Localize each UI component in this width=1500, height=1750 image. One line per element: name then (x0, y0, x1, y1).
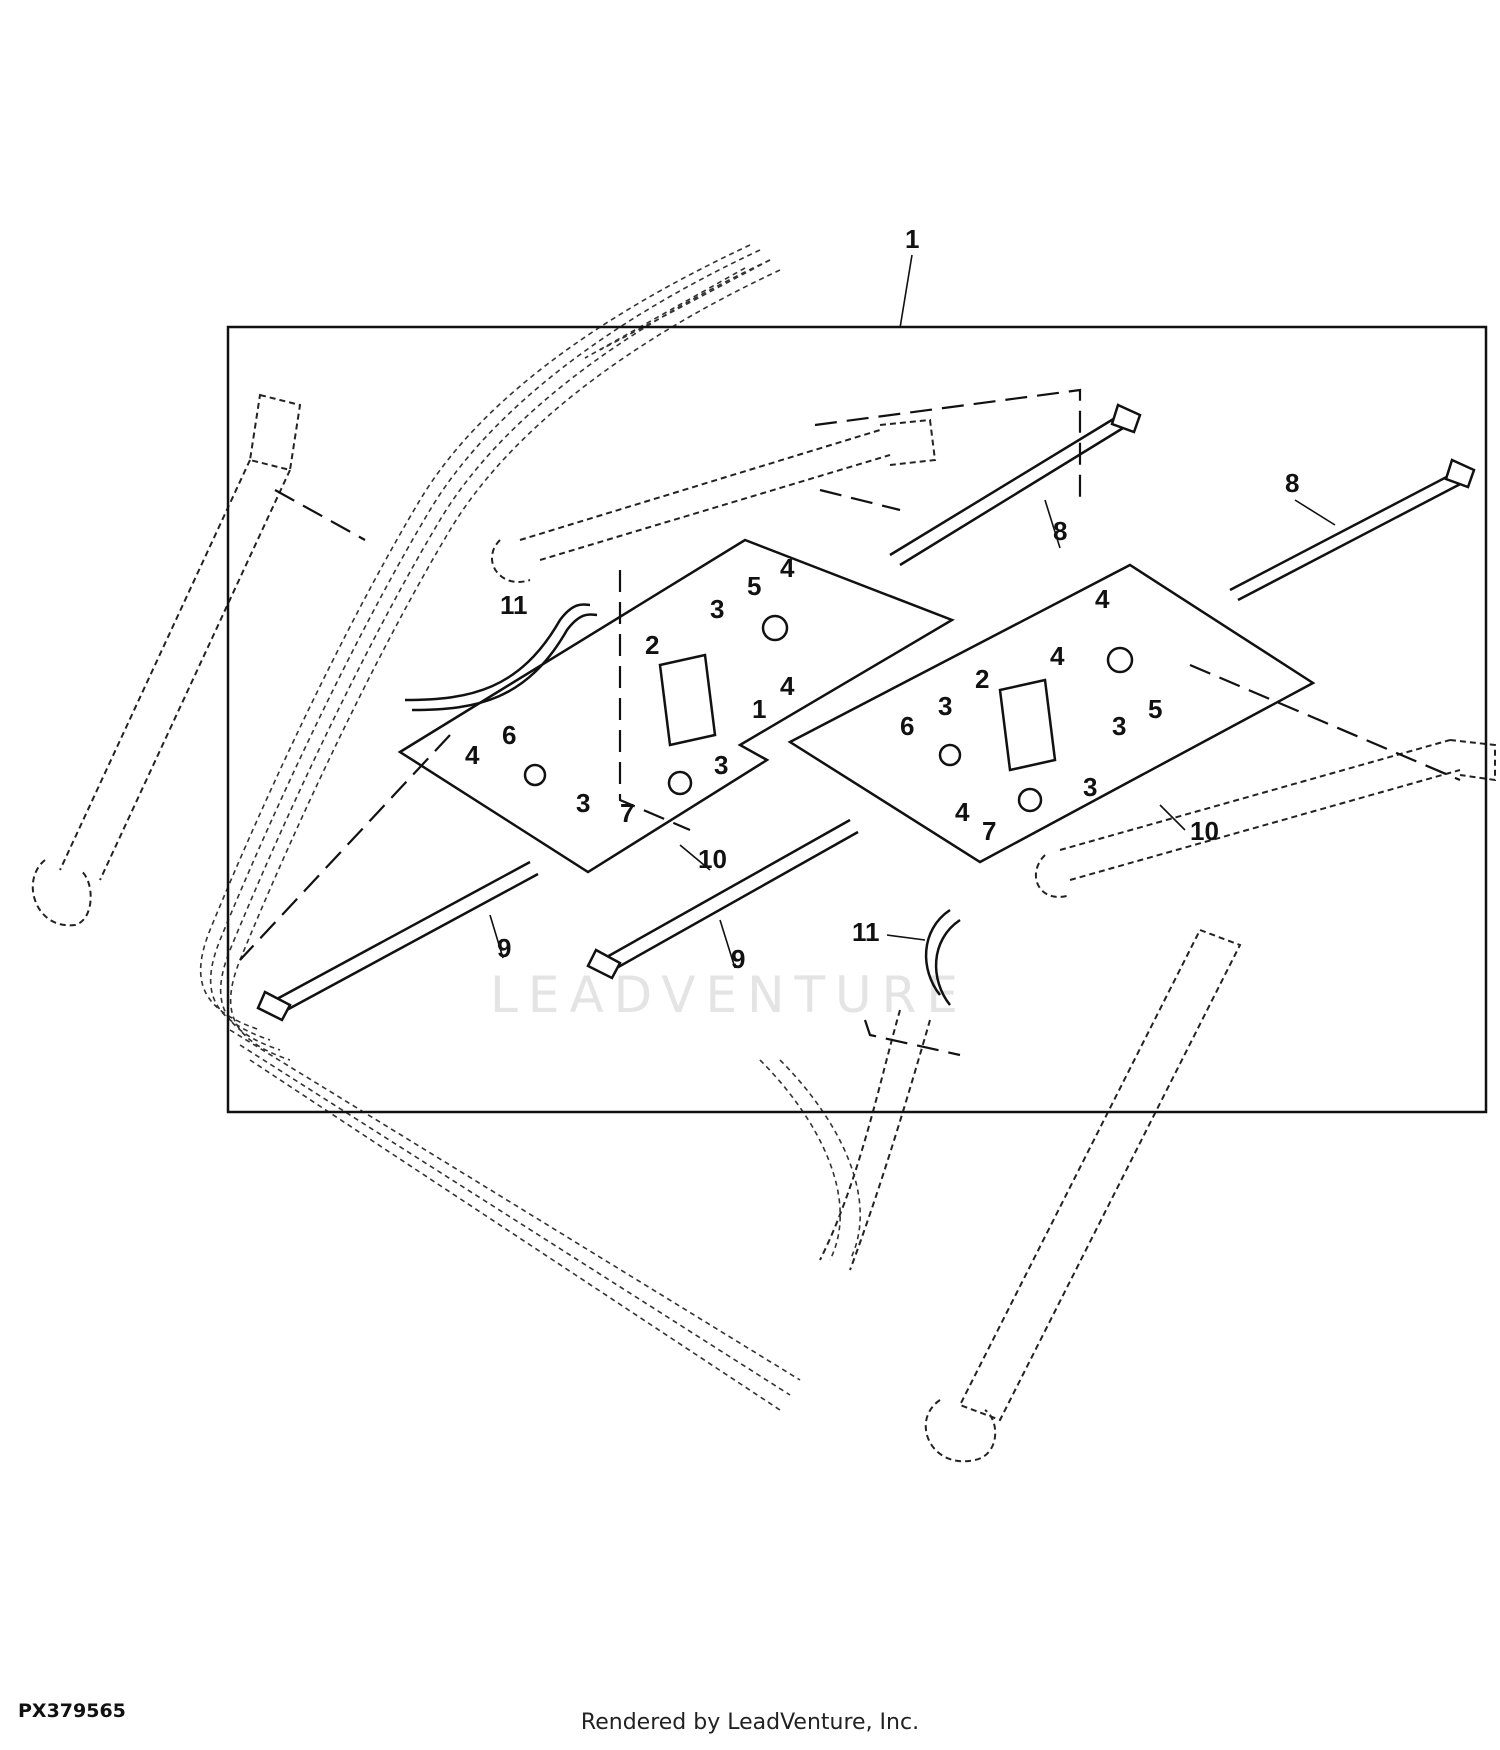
callout-3-right-a: 3 (938, 691, 952, 721)
callout-4-right-top: 4 (1095, 584, 1110, 614)
callout-5-right: 5 (1148, 694, 1162, 724)
callout-1-block-left: 1 (752, 694, 766, 724)
callout-8-right: 8 (1285, 468, 1299, 498)
phantom-loader-frame (31, 244, 1496, 1463)
valve-kit-panel-left (397, 538, 955, 874)
callout-1: 1 (905, 224, 919, 254)
callout-4-left-mid: 4 (780, 671, 795, 701)
callout-9-left: 9 (497, 933, 511, 963)
callout-7-right: 7 (982, 816, 996, 846)
callout-3-left-top: 3 (710, 594, 724, 624)
callouts: 1 11 2 3 5 4 4 1 6 4 3 3 7 10 8 8 4 4 2 … (465, 224, 1299, 974)
callout-5-left: 5 (747, 571, 761, 601)
figure-id-label: PX379565 (18, 1700, 126, 1722)
callout-11-right: 11 (852, 917, 880, 947)
callout-2-left: 2 (645, 630, 659, 660)
callout-10-right: 10 (1190, 816, 1219, 846)
callout-10-left: 10 (698, 844, 727, 874)
callout-11-left: 11 (500, 590, 528, 620)
alignment-lines (239, 388, 1461, 1057)
watermark-text: LEADVENTURE (490, 966, 968, 1024)
callout-7-left: 7 (620, 798, 634, 828)
callout-3-right-b: 3 (1112, 711, 1126, 741)
callout-3-left-right: 3 (714, 750, 728, 780)
valve-kit-panel-right (787, 563, 1316, 864)
callout-4-right-low: 4 (955, 797, 970, 827)
callout-1-leader (899, 254, 913, 329)
kit-outline-box (226, 325, 1488, 1114)
hydraulic-components (256, 403, 1476, 1022)
callout-6-right: 6 (900, 711, 914, 741)
callout-4-right-mid: 4 (1050, 641, 1065, 671)
callout-4-left-low: 4 (465, 740, 480, 770)
callout-3-right-c: 3 (1083, 772, 1097, 802)
callout-2-right: 2 (975, 664, 989, 694)
callout-3-left-low: 3 (576, 788, 590, 818)
render-credit: Rendered by LeadVenture, Inc. (580, 1710, 920, 1735)
callout-6-left: 6 (502, 720, 516, 750)
callout-9-right: 9 (731, 944, 745, 974)
callout-leaders (489, 499, 1336, 969)
callout-4-left-top: 4 (780, 553, 795, 583)
